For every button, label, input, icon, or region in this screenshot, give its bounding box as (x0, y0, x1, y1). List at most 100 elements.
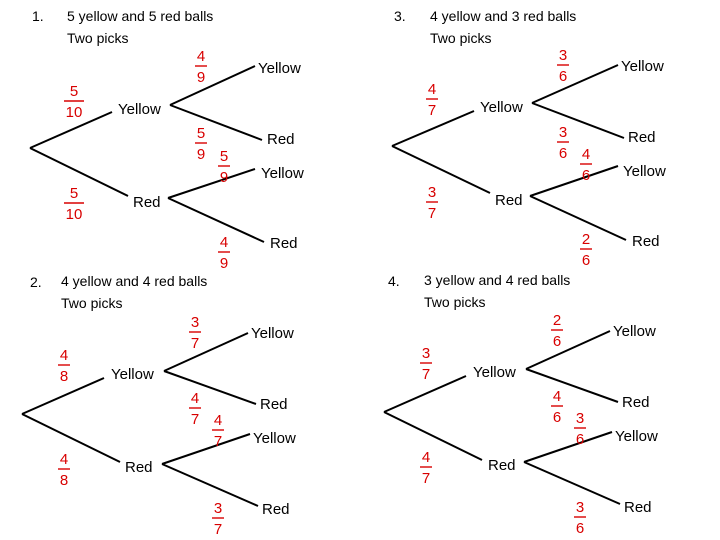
fraction-denominator: 6 (582, 167, 590, 184)
fraction-red-yellow: 5 9 (218, 148, 230, 186)
fraction-numerator: 4 (214, 412, 222, 429)
fraction-numerator: 4 (582, 146, 590, 163)
branch-root-yellow (383, 375, 467, 413)
title-line-2: Two picks (430, 30, 492, 46)
fraction-numerator: 2 (553, 312, 561, 329)
fraction-denominator: 6 (553, 333, 561, 350)
branch-red-yellow (529, 165, 619, 197)
fraction-yellow-yellow: 4 9 (195, 48, 207, 86)
node-label-yellow: Yellow (118, 101, 161, 118)
branch-red-red (523, 461, 621, 505)
node-label-red: Red (495, 192, 523, 209)
problem-title: 4 yellow and 4 red balls Two picks (61, 270, 207, 314)
probability-tree: Yellow Red Yellow Red Yellow Red 4 7 3 7… (391, 47, 666, 269)
fraction-denominator: 7 (428, 205, 436, 222)
fraction-denominator: 9 (220, 169, 228, 186)
branch-root-red (29, 147, 129, 197)
title-line-1: 3 yellow and 4 red balls (424, 272, 571, 288)
fraction-denominator: 7 (422, 470, 430, 487)
problem-number: 1. (32, 8, 44, 24)
fraction-numerator: 4 (428, 81, 436, 98)
leaf-label-yellow-red: Red (260, 396, 288, 413)
branch-root-red (391, 145, 491, 194)
branch-yellow-red (163, 370, 257, 405)
fraction-yellow-yellow: 3 6 (557, 47, 569, 85)
fraction-yellow-yellow: 3 7 (189, 314, 201, 352)
fraction-numerator: 4 (60, 451, 68, 468)
fraction-numerator: 4 (191, 390, 199, 407)
fraction-red-red: 3 7 (212, 500, 224, 538)
fraction-first-red: 3 7 (426, 184, 438, 222)
branch-red-yellow (167, 168, 256, 199)
title-line-2: Two picks (61, 295, 123, 311)
leaf-label-yellow-yellow: Yellow (613, 323, 656, 340)
problem-title: 4 yellow and 3 red balls Two picks (430, 5, 576, 49)
branch-red-yellow (523, 431, 613, 463)
branch-red-red (529, 195, 627, 241)
title-line-1: 4 yellow and 3 red balls (430, 8, 577, 24)
fraction-denominator: 8 (60, 368, 68, 385)
fraction-numerator: 2 (582, 231, 590, 248)
fraction-first-red: 5 10 (64, 185, 84, 223)
fraction-numerator: 4 (220, 234, 228, 251)
fraction-red-red: 4 9 (218, 234, 230, 272)
fraction-numerator: 4 (422, 449, 430, 466)
leaf-label-red-red: Red (632, 233, 660, 250)
fraction-first-yellow: 5 10 (64, 83, 84, 121)
tree-panel-4: 4. 3 yellow and 4 red balls Two picks Ye… (360, 270, 720, 540)
problem-number: 3. (394, 8, 406, 24)
branch-yellow-yellow (531, 64, 619, 104)
fraction-denominator: 6 (559, 68, 567, 85)
branch-root-red (383, 411, 483, 461)
fraction-numerator: 4 (60, 347, 68, 364)
node-label-red: Red (133, 194, 161, 211)
fraction-denominator: 7 (214, 521, 222, 538)
branch-root-red (21, 413, 121, 463)
branch-yellow-yellow (169, 65, 256, 106)
fraction-numerator: 5 (70, 185, 78, 202)
fraction-denominator: 6 (576, 520, 584, 537)
title-line-1: 5 yellow and 5 red balls (67, 8, 214, 24)
leaf-label-red-yellow: Yellow (615, 428, 658, 445)
fraction-first-red: 4 8 (58, 451, 70, 489)
problem-title: 3 yellow and 4 red balls Two picks (424, 269, 570, 313)
fraction-denominator: 9 (197, 69, 205, 86)
branch-root-yellow (21, 377, 105, 415)
title-line-1: 4 yellow and 4 red balls (61, 273, 208, 289)
fraction-red-yellow: 4 7 (212, 412, 224, 450)
leaf-label-yellow-yellow: Yellow (621, 58, 664, 75)
probability-tree: Yellow Red Yellow Red Yellow Red 5 10 5 … (29, 48, 304, 272)
leaf-label-red-red: Red (270, 235, 298, 252)
leaf-label-red-red: Red (262, 501, 290, 518)
fraction-numerator: 3 (214, 500, 222, 517)
branch-red-yellow (161, 433, 251, 465)
fraction-red-red: 3 6 (574, 499, 586, 537)
leaf-label-yellow-red: Red (628, 129, 656, 146)
fraction-yellow-red: 4 7 (189, 390, 201, 428)
tree-panel-1: 1. 5 yellow and 5 red balls Two picks Ye… (0, 0, 360, 272)
fraction-denominator: 7 (191, 335, 199, 352)
fraction-denominator: 6 (559, 145, 567, 162)
branch-red-red (167, 197, 265, 243)
fraction-yellow-red: 4 6 (551, 388, 563, 426)
fraction-red-red: 2 6 (580, 231, 592, 269)
fraction-numerator: 5 (220, 148, 228, 165)
fraction-numerator: 4 (553, 388, 561, 405)
node-label-yellow: Yellow (480, 99, 523, 116)
fraction-numerator: 3 (422, 345, 430, 362)
fraction-denominator: 7 (214, 433, 222, 450)
fraction-denominator: 10 (66, 104, 83, 121)
fraction-denominator: 9 (220, 255, 228, 272)
fraction-first-yellow: 4 8 (58, 347, 70, 385)
branch-yellow-yellow (525, 330, 611, 370)
branch-yellow-red (531, 102, 625, 139)
branch-root-yellow (391, 110, 475, 147)
leaf-label-yellow-red: Red (267, 131, 295, 148)
fraction-denominator: 7 (428, 102, 436, 119)
fraction-numerator: 3 (191, 314, 199, 331)
tree-panel-2: 2. 4 yellow and 4 red balls Two picks Ye… (0, 270, 360, 540)
fraction-denominator: 7 (191, 411, 199, 428)
title-line-2: Two picks (424, 294, 486, 310)
fraction-denominator: 6 (582, 252, 590, 269)
fraction-yellow-red: 3 6 (557, 124, 569, 162)
